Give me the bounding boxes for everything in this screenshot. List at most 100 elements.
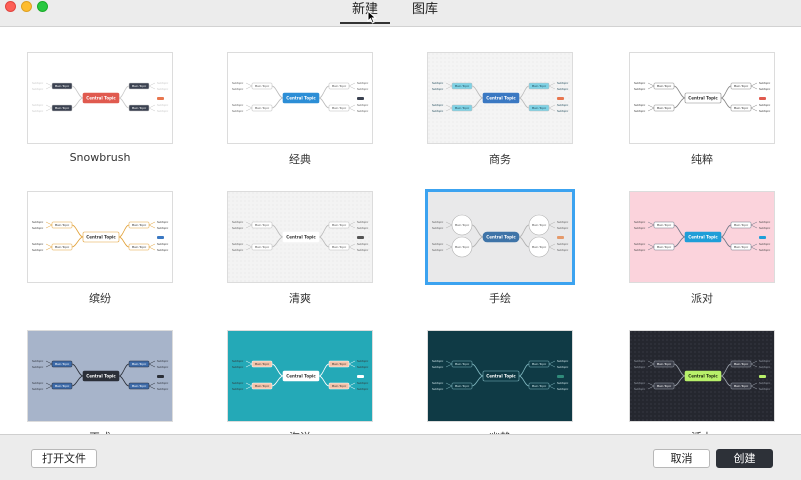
svg-text:Subtopic: Subtopic bbox=[634, 387, 646, 391]
create-button[interactable]: 创建 bbox=[716, 449, 773, 468]
svg-text:Main Topic: Main Topic bbox=[734, 384, 749, 388]
svg-text:Subtopic: Subtopic bbox=[157, 103, 169, 107]
svg-text:Main Topic: Main Topic bbox=[55, 106, 70, 110]
svg-text:Subtopic: Subtopic bbox=[157, 87, 169, 91]
svg-text:Subtopic: Subtopic bbox=[432, 220, 444, 224]
svg-text:Main Topic: Main Topic bbox=[55, 84, 70, 88]
svg-text:Subtopic: Subtopic bbox=[634, 109, 646, 113]
svg-text:Main Topic: Main Topic bbox=[55, 245, 70, 249]
svg-text:Main Topic: Main Topic bbox=[734, 223, 749, 227]
svg-text:Subtopic: Subtopic bbox=[32, 365, 44, 369]
svg-text:Subtopic: Subtopic bbox=[32, 248, 44, 252]
svg-text:Subtopic: Subtopic bbox=[32, 387, 44, 391]
svg-text:Subtopic: Subtopic bbox=[357, 81, 369, 85]
svg-text:Subtopic: Subtopic bbox=[232, 109, 244, 113]
svg-text:Subtopic: Subtopic bbox=[357, 365, 369, 369]
svg-text:Subtopic: Subtopic bbox=[634, 248, 646, 252]
svg-text:Subtopic: Subtopic bbox=[357, 359, 369, 363]
svg-text:Main Topic: Main Topic bbox=[132, 362, 147, 366]
svg-text:Main Topic: Main Topic bbox=[55, 223, 70, 227]
svg-text:Subtopic: Subtopic bbox=[357, 226, 369, 230]
svg-text:Main Topic: Main Topic bbox=[657, 223, 672, 227]
mouse-cursor-icon bbox=[367, 10, 377, 24]
svg-text:Subtopic: Subtopic bbox=[157, 242, 169, 246]
svg-text:Main Topic: Main Topic bbox=[332, 84, 347, 88]
svg-text:Main Topic: Main Topic bbox=[455, 362, 470, 366]
svg-text:Subtopic: Subtopic bbox=[557, 226, 569, 230]
svg-text:Subtopic: Subtopic bbox=[432, 103, 444, 107]
svg-text:Subtopic: Subtopic bbox=[557, 359, 569, 363]
svg-text:Subtopic: Subtopic bbox=[759, 365, 771, 369]
zoom-window-button[interactable] bbox=[37, 1, 48, 12]
svg-text:Main Topic: Main Topic bbox=[532, 384, 547, 388]
svg-text:Subtopic: Subtopic bbox=[232, 226, 244, 230]
svg-text:Subtopic: Subtopic bbox=[157, 248, 169, 252]
svg-text:Subtopic: Subtopic bbox=[432, 359, 444, 363]
svg-text:Subtopic: Subtopic bbox=[32, 381, 44, 385]
template-name: 活力 bbox=[629, 429, 775, 434]
svg-text:Subtopic: Subtopic bbox=[32, 81, 44, 85]
svg-text:Subtopic: Subtopic bbox=[432, 387, 444, 391]
tab-new[interactable]: 新建 bbox=[340, 0, 391, 24]
svg-text:Main Topic: Main Topic bbox=[532, 245, 547, 249]
svg-text:Subtopic: Subtopic bbox=[759, 109, 771, 113]
svg-text:Subtopic: Subtopic bbox=[232, 87, 244, 91]
svg-text:Central Topic: Central Topic bbox=[86, 96, 116, 101]
svg-text:Subtopic: Subtopic bbox=[357, 248, 369, 252]
tab-gallery[interactable]: 图库 bbox=[412, 2, 439, 17]
svg-text:Subtopic: Subtopic bbox=[634, 226, 646, 230]
cancel-button[interactable]: 取消 bbox=[653, 449, 710, 468]
template-name: 派对 bbox=[691, 292, 713, 305]
svg-text:Subtopic: Subtopic bbox=[557, 103, 569, 107]
svg-text:Main Topic: Main Topic bbox=[532, 106, 547, 110]
open-file-button[interactable]: 打开文件 bbox=[31, 449, 97, 468]
svg-text:Central Topic: Central Topic bbox=[286, 96, 316, 101]
svg-text:Subtopic: Subtopic bbox=[232, 359, 244, 363]
svg-text:Main Topic: Main Topic bbox=[332, 384, 347, 388]
close-window-button[interactable] bbox=[5, 1, 16, 12]
svg-text:Subtopic: Subtopic bbox=[759, 103, 771, 107]
template-name: 幽静 bbox=[427, 429, 573, 434]
svg-text:Subtopic: Subtopic bbox=[557, 87, 569, 91]
svg-text:Subtopic: Subtopic bbox=[157, 226, 169, 230]
svg-text:Subtopic: Subtopic bbox=[432, 109, 444, 113]
minimize-window-button[interactable] bbox=[21, 1, 32, 12]
svg-text:Subtopic: Subtopic bbox=[357, 109, 369, 113]
svg-text:Subtopic: Subtopic bbox=[759, 387, 771, 391]
svg-text:Central Topic: Central Topic bbox=[486, 96, 516, 101]
svg-text:Subtopic: Subtopic bbox=[232, 387, 244, 391]
svg-text:Subtopic: Subtopic bbox=[557, 381, 569, 385]
svg-text:Central Topic: Central Topic bbox=[688, 374, 718, 379]
svg-text:Subtopic: Subtopic bbox=[759, 248, 771, 252]
template-name: 清爽 bbox=[289, 292, 311, 305]
svg-text:Subtopic: Subtopic bbox=[557, 220, 569, 224]
svg-text:Main Topic: Main Topic bbox=[255, 384, 270, 388]
svg-text:Main Topic: Main Topic bbox=[132, 106, 147, 110]
svg-text:Subtopic: Subtopic bbox=[634, 365, 646, 369]
svg-text:Main Topic: Main Topic bbox=[734, 106, 749, 110]
